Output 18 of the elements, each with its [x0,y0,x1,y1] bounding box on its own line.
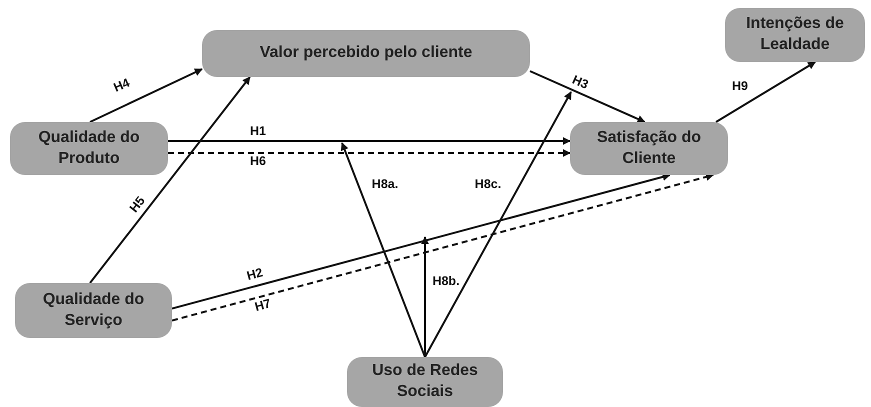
construct-box: Intenções de Lealdade [725,8,865,62]
construct-box: Qualidade do Serviço [15,283,172,338]
construct-box: Qualidade do Produto [10,122,168,175]
arrow [424,91,572,358]
arrow [90,68,203,123]
arrow [168,149,571,157]
arrow [168,137,571,145]
arrow [421,236,429,357]
construct-box: Valor percebido pelo cliente [202,30,530,77]
edge-label: H8b. [430,275,462,289]
arrow [89,76,251,284]
arrow [172,173,714,322]
arrow [172,173,671,310]
arrow [530,70,646,123]
arrow [715,61,816,123]
construct-box: Uso de Redes Sociais [347,357,503,407]
arrow [340,142,426,358]
construct-box: Satisfação do Cliente [570,122,728,175]
